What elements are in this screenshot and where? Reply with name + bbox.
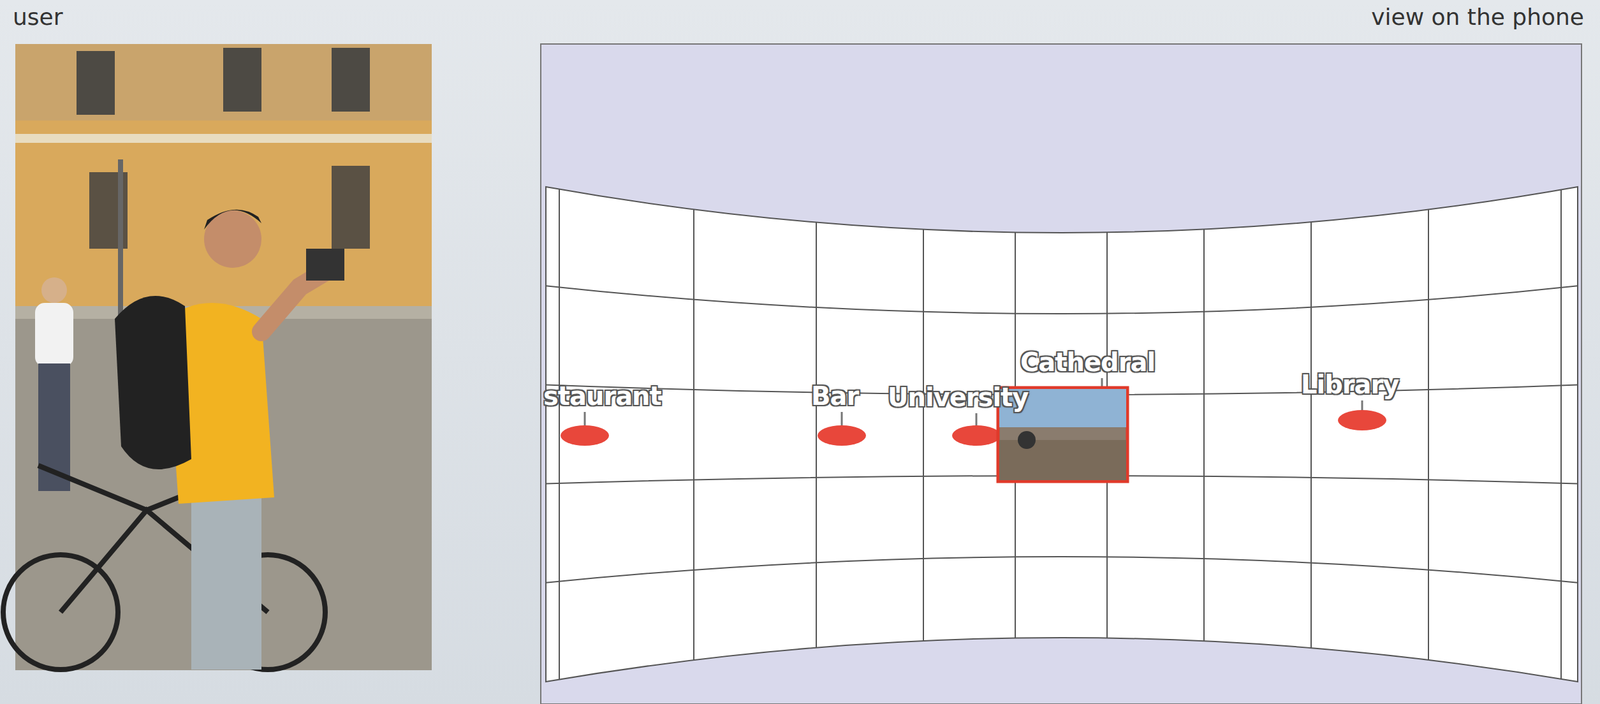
grid-line [1427, 209, 1430, 661]
poi-label: staurant [543, 381, 662, 411]
pin-marker [952, 425, 1001, 446]
phone-screen [540, 44, 1582, 704]
pin-marker [560, 425, 610, 446]
grid-line [922, 229, 925, 641]
panel-heading: view on the phone [1371, 3, 1585, 30]
grid-line [815, 222, 817, 648]
grid-line [558, 189, 560, 680]
panel-heading: user [12, 3, 64, 30]
grid-line [545, 556, 1578, 583]
grid-line [545, 285, 1578, 314]
pin-marker [1337, 410, 1387, 431]
poi-pins [560, 378, 1387, 446]
poi-label: University [887, 382, 1028, 412]
poi-label: Cathedral [1020, 347, 1155, 377]
grid-line [1310, 221, 1312, 648]
pin-marker [817, 425, 867, 446]
user-photo [3, 44, 432, 671]
grid-surface [545, 186, 1578, 682]
cylinder-grid [545, 186, 1578, 682]
poi-label: Bar [811, 381, 859, 411]
grid-line [693, 209, 695, 661]
poi-label: Library [1300, 369, 1399, 400]
grid-line [1203, 229, 1205, 642]
grid-line [1560, 190, 1562, 680]
